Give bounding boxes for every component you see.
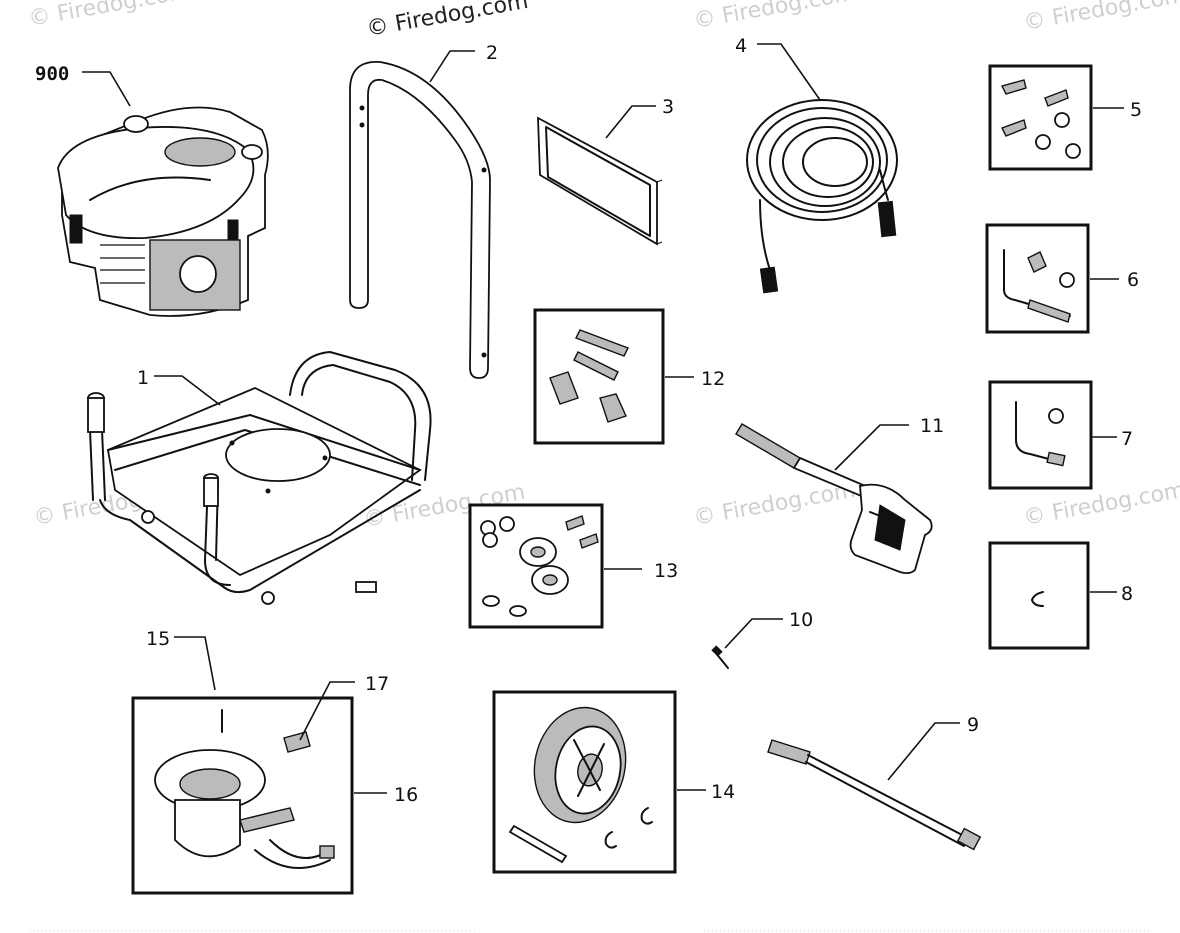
box-7-drawing (988, 380, 1093, 490)
callout-2: 2 (486, 42, 498, 64)
box-16-drawing (131, 696, 354, 895)
frame-base-drawing (87, 351, 432, 605)
callout-7: 7 (1121, 428, 1133, 450)
watermark: © Firedog.com (1022, 0, 1180, 36)
watermark: © Firedog.com (365, 0, 530, 42)
watermark: © Firedog.com (692, 478, 857, 531)
callout-1: 1 (137, 367, 149, 389)
watermark: © Firedog.com (692, 0, 857, 34)
handle-drawing (349, 61, 491, 379)
callout-17: 17 (365, 673, 389, 695)
callout-9: 9 (967, 714, 979, 736)
panel-drawing (537, 116, 663, 246)
callout-10: 10 (789, 609, 813, 631)
callout-14: 14 (711, 781, 735, 803)
box-13-drawing (468, 503, 604, 629)
box-12-drawing (533, 308, 665, 445)
callout-3: 3 (662, 96, 674, 118)
engine-drawing (57, 106, 269, 317)
callout-4: 4 (735, 35, 747, 57)
hose-drawing (746, 99, 898, 294)
box-6-drawing (985, 223, 1090, 334)
callout-8: 8 (1121, 583, 1133, 605)
spray-gun-drawing (735, 423, 933, 575)
callout-13: 13 (654, 560, 678, 582)
callout-12: 12 (701, 368, 725, 390)
spray-wand-drawing (767, 739, 982, 851)
leader-lines (82, 43, 1124, 794)
callout-11: 11 (920, 415, 944, 437)
callout-5: 5 (1130, 99, 1142, 121)
box-14-drawing (492, 690, 677, 874)
callout-16: 16 (394, 784, 418, 806)
box-5-drawing (988, 64, 1093, 171)
callout-6: 6 (1127, 269, 1139, 291)
watermark: © Firedog.com (27, 0, 192, 32)
callout-900: 900 (35, 63, 69, 85)
box-8-drawing (988, 541, 1090, 650)
callout-15: 15 (146, 628, 170, 650)
callout-labels: 900 1 2 3 4 5 6 7 8 9 10 11 12 13 14 15 … (35, 35, 1142, 806)
pin-drawing (711, 645, 729, 669)
